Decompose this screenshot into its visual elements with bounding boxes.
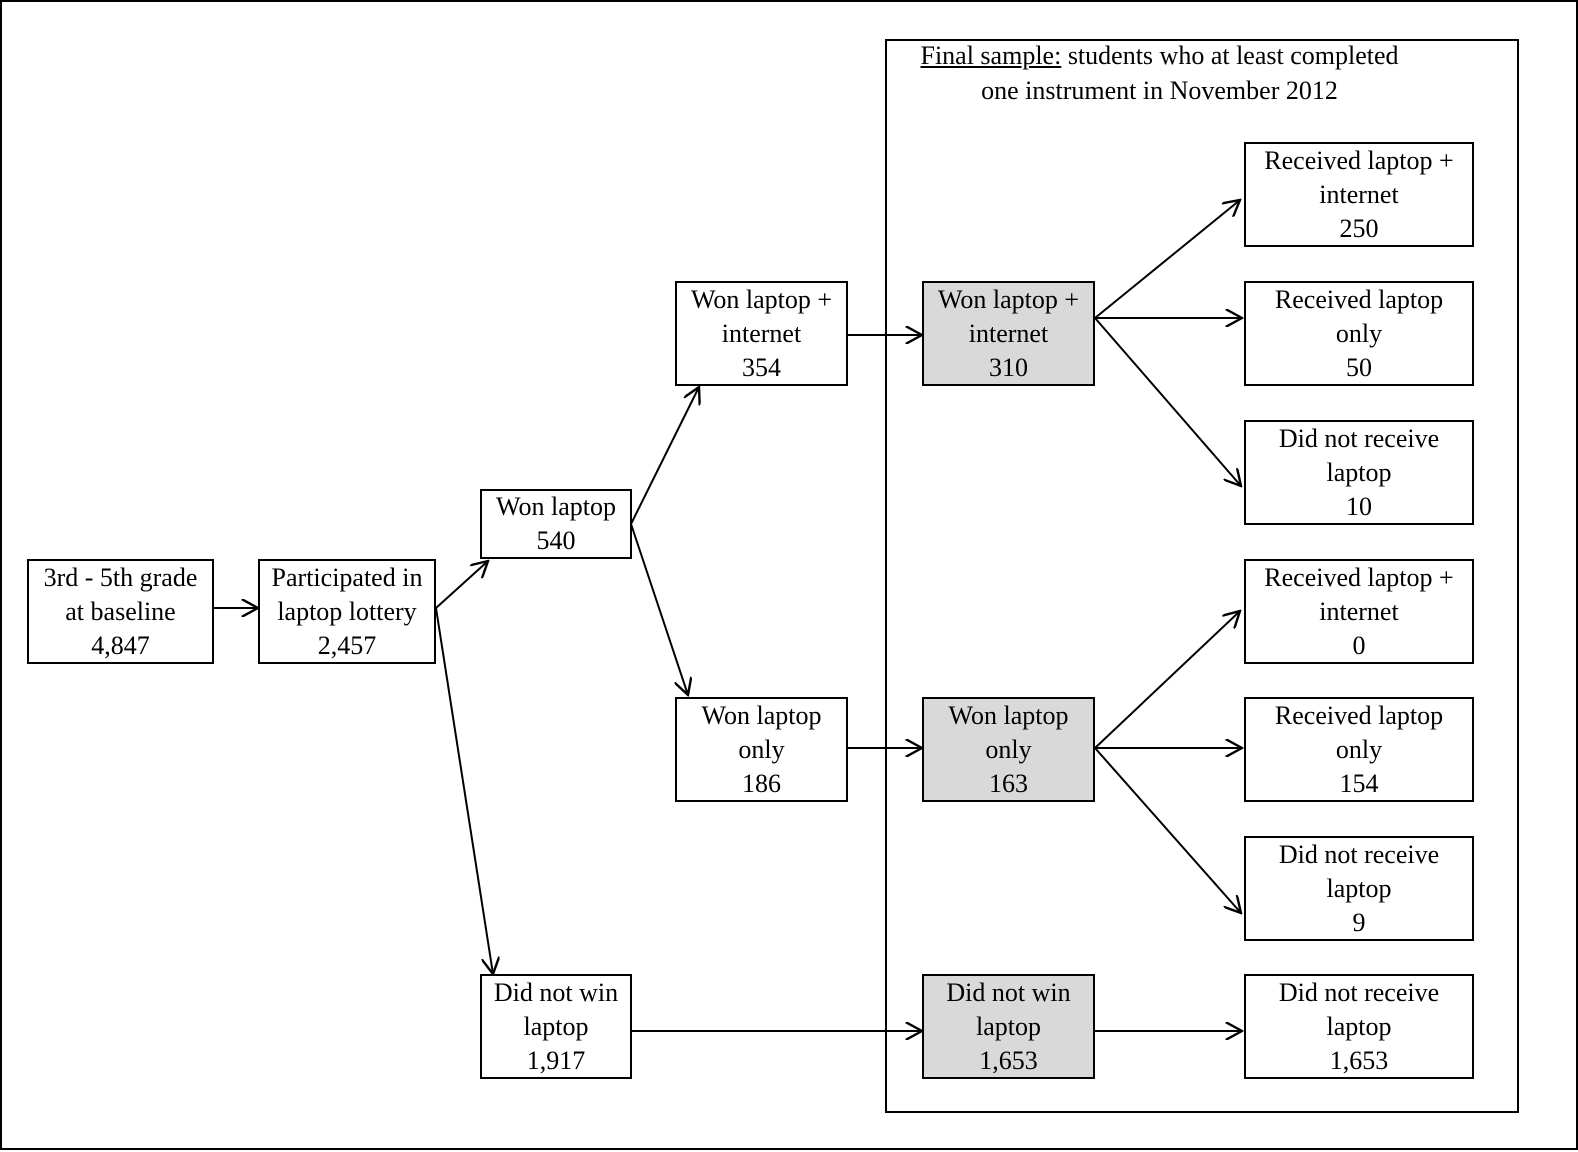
node-count: 186 [742, 768, 781, 798]
final-sample-title-lead: Final sample: [920, 41, 1062, 70]
node-label-line2: laptop lottery [277, 596, 417, 626]
node-a-did-not-receive: Did not receive laptop 10 [1244, 420, 1474, 525]
node-count: 1,653 [979, 1045, 1038, 1075]
arrow-participated-to-won-laptop [435, 561, 488, 609]
node-count: 50 [1346, 352, 1372, 382]
node-label-line2: laptop [1326, 457, 1392, 487]
node-count: 310 [989, 352, 1028, 382]
arrow-final-only-to-received-laptop-internet [1094, 611, 1240, 749]
node-b-did-not-receive: Did not receive laptop 9 [1244, 836, 1474, 941]
node-label-line1: Did not receive [1278, 977, 1440, 1007]
node-count: 9 [1352, 907, 1366, 937]
node-count: 4,847 [91, 630, 150, 660]
arrow-final-internet-to-received-laptop-internet [1094, 200, 1240, 319]
node-label-line2: only [1335, 318, 1383, 348]
node-won-laptop: Won laptop 540 [480, 489, 632, 559]
node-count: 1,653 [1329, 1045, 1389, 1075]
node-label-line2: internet [1319, 596, 1399, 626]
node-did-not-win: Did not win laptop 1,917 [480, 974, 632, 1079]
node-label-line2: laptop [1326, 873, 1392, 903]
node-label-line2: internet [721, 318, 802, 348]
node-b-received-laptop-internet: Received laptop + internet 0 [1244, 559, 1474, 664]
node-count: 354 [742, 352, 781, 382]
node-label-line2: internet [968, 318, 1049, 348]
node-label-line1: Won laptop [496, 492, 616, 521]
final-sample-title: Final sample: students who at least comp… [887, 38, 1432, 108]
final-sample-title-line2: one instrument in November 2012 [981, 76, 1338, 105]
node-label-line1: Did not win [946, 977, 1071, 1007]
node-count: 540 [536, 526, 576, 555]
node-label-line2: laptop [1326, 1011, 1392, 1041]
node-label-line1: Won laptop [701, 700, 822, 730]
node-label-line2: only [985, 734, 1032, 764]
node-final-won-laptop-only: Won laptop only 163 [922, 697, 1095, 802]
node-label-line1: Did not win [493, 977, 619, 1007]
node-count: 0 [1352, 630, 1366, 660]
node-label-line1: Did not receive [1278, 839, 1440, 869]
node-label-line1: Received laptop + [1264, 145, 1454, 175]
node-label-line2: only [738, 734, 785, 764]
node-won-laptop-only: Won laptop only 186 [675, 697, 848, 802]
node-label-line1: 3rd - 5th grade [43, 562, 198, 592]
node-count: 163 [989, 768, 1028, 798]
node-participated: Participated in laptop lottery 2,457 [258, 559, 436, 664]
node-b-received-laptop-only: Received laptop only 154 [1244, 697, 1474, 802]
node-count: 250 [1339, 213, 1379, 243]
node-count: 154 [1339, 768, 1379, 798]
node-count: 2,457 [317, 630, 377, 660]
node-count: 1,917 [526, 1045, 586, 1075]
node-label-line1: Received laptop [1274, 700, 1444, 730]
node-baseline: 3rd - 5th grade at baseline 4,847 [27, 559, 214, 664]
node-label-line1: Received laptop [1274, 284, 1444, 314]
node-label-line1: Won laptop + [690, 284, 833, 314]
node-label-line1: Participated in [271, 562, 423, 592]
node-label-line1: Won laptop + [937, 284, 1080, 314]
node-label-line2: laptop [976, 1011, 1041, 1041]
node-label-line1: Won laptop [948, 700, 1069, 730]
node-label-line1: Did not receive [1278, 423, 1440, 453]
node-count: 10 [1346, 491, 1372, 521]
node-label-line2: laptop [523, 1011, 589, 1041]
final-sample-title-rest: students who at least completed [1061, 41, 1399, 70]
arrow-won-laptop-to-won-laptop-only [630, 523, 688, 695]
node-label-line2: internet [1319, 179, 1399, 209]
node-final-did-not-win: Did not win laptop 1,653 [922, 974, 1095, 1079]
arrow-final-internet-to-did-not-receive [1094, 317, 1241, 486]
arrow-final-only-to-did-not-receive [1094, 747, 1241, 913]
final-sample-frame [885, 39, 1519, 1113]
node-won-laptop-internet: Won laptop + internet 354 [675, 281, 848, 386]
node-label-line2: at baseline [65, 596, 176, 626]
node-a-received-laptop-only: Received laptop only 50 [1244, 281, 1474, 386]
node-label-line1: Received laptop + [1264, 562, 1454, 592]
node-c-did-not-receive: Did not receive laptop 1,653 [1244, 974, 1474, 1079]
node-final-won-laptop-internet: Won laptop + internet 310 [922, 281, 1095, 386]
node-a-received-laptop-internet: Received laptop + internet 250 [1244, 142, 1474, 247]
node-label-line2: only [1335, 734, 1383, 764]
arrow-participated-to-did-not-win [435, 607, 493, 974]
arrow-won-laptop-to-won-laptop-internet [630, 387, 699, 525]
